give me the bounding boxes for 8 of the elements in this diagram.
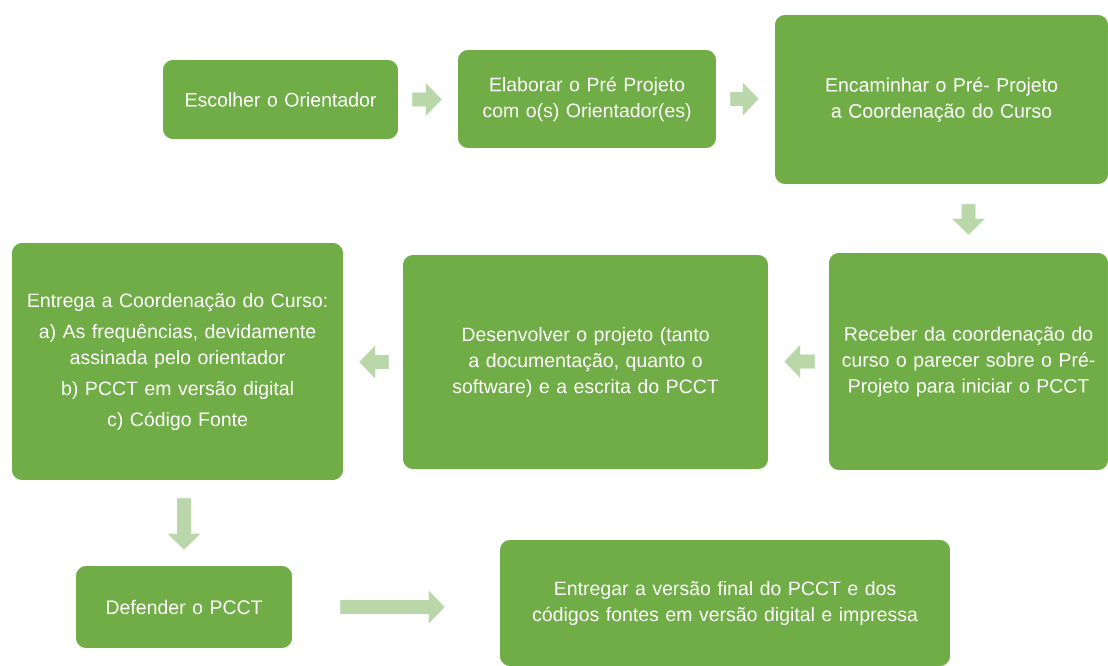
process-box: Defender o PCCT xyxy=(76,566,292,648)
process-box: Escolher o Orientador xyxy=(163,60,398,139)
process-box: Encaminhar o Pré- Projeto a Coordenação do Curso xyxy=(775,15,1108,184)
process-box: Desenvolver o projeto (tanto a documentação, quanto o software) e a escrita do PCCT xyxy=(403,255,768,469)
process-box: Entregar a versão final do PCCT e dos códigos fontes em versão digital e impressa xyxy=(500,540,950,666)
process-box: Elaborar o Pré Projeto com o(s) Orientador(es) xyxy=(458,50,716,148)
process-box: Entrega a Coordenação do Curso: a) As frequências, devidamente assinada pelo orientador b) PCCT em versão digital c) Código Fonte xyxy=(12,243,343,480)
process-box: Receber da coordenação do curso o parecer sobre o Pré-Projeto para iniciar o PCCT xyxy=(829,253,1108,470)
